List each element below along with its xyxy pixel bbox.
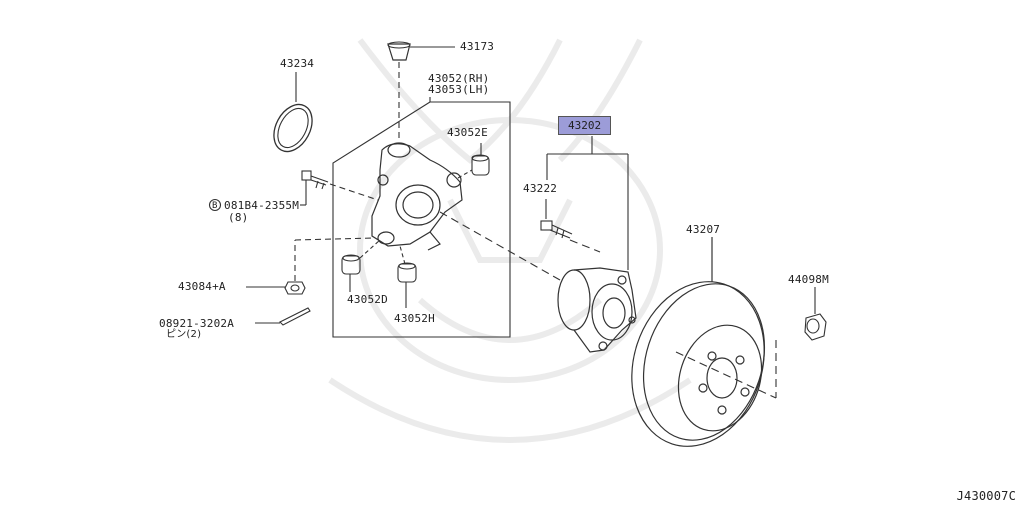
part-43222-bolt[interactable] [540, 199, 573, 239]
part-43207-disc[interactable] [611, 237, 785, 464]
label-43173[interactable]: 43173 [460, 40, 495, 53]
label-bolt-qty: (8) [228, 211, 249, 224]
part-43202-hub[interactable] [557, 267, 637, 353]
part-43084-nut[interactable] [246, 237, 376, 295]
part-08921-pin[interactable] [255, 307, 311, 326]
diagram-code: J430007C [956, 489, 1016, 503]
bolt-symbol-letter: B [212, 201, 218, 211]
label-43202-selected[interactable]: 43202 [558, 116, 611, 135]
part-44098m-plug[interactable] [804, 287, 827, 341]
label-43207[interactable]: 43207 [686, 223, 721, 236]
label-08921-3202a[interactable]: 08921-3202A [159, 317, 235, 330]
bolt-symbol [208, 198, 222, 212]
part-43234-seal[interactable] [266, 72, 319, 158]
label-43234[interactable]: 43234 [280, 57, 315, 70]
part-081b4-bolt[interactable] [300, 170, 379, 206]
label-43052-rh[interactable]: 43052(RH) [428, 72, 490, 85]
label-081b4-2355m[interactable]: 081B4-2355M [224, 199, 300, 212]
watermark-logo [328, 38, 692, 443]
label-43052e[interactable]: 43052E [447, 126, 488, 139]
knuckle-frame [332, 97, 511, 338]
part-43052d-bushing[interactable] [341, 239, 381, 292]
part-43052-knuckle[interactable] [371, 142, 463, 251]
label-pin-qty: ピン(2) [166, 329, 202, 340]
label-44098m[interactable]: 44098M [788, 273, 829, 286]
label-43052h[interactable]: 43052H [394, 312, 435, 325]
assembly-axis [439, 211, 777, 399]
part-43052h-bushing[interactable] [397, 245, 417, 308]
part-43202-leader [546, 136, 629, 270]
part-43173-cap[interactable] [387, 41, 455, 140]
label-43052d[interactable]: 43052D [347, 293, 388, 306]
part-43052e-bushing[interactable] [457, 143, 490, 179]
label-43084-a[interactable]: 43084+A [178, 280, 226, 293]
label-43222[interactable]: 43222 [523, 182, 558, 195]
label-43053-lh[interactable]: 43053(LH) [428, 83, 490, 96]
